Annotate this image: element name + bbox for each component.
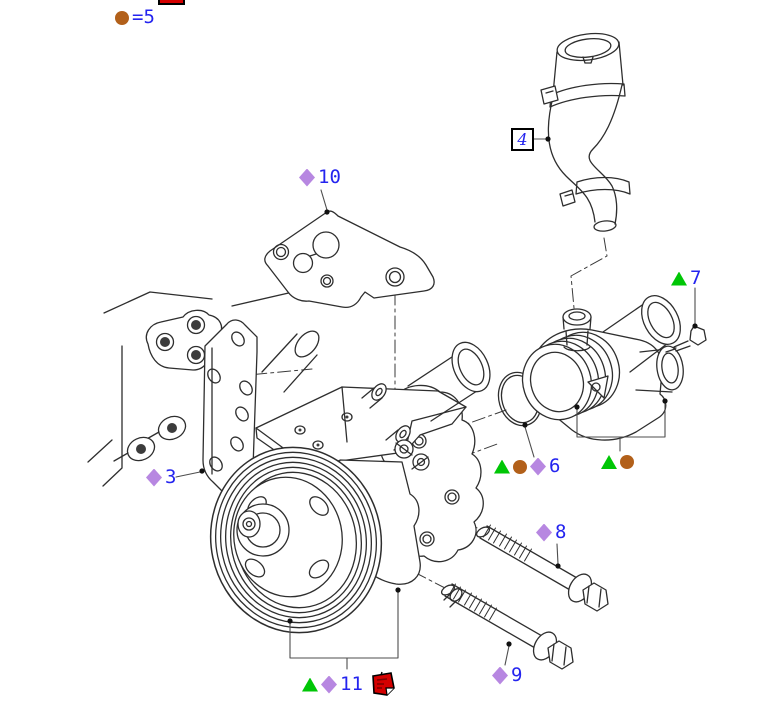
callout-6: 6 xyxy=(494,457,560,476)
green-triangle-icon xyxy=(494,459,510,474)
leader-lines xyxy=(175,138,696,670)
pulley-part xyxy=(209,446,383,634)
bleed-fitting-part xyxy=(562,316,592,346)
callout-10-number[interactable]: 10 xyxy=(318,166,341,188)
housing-group-bracket xyxy=(576,401,666,452)
cropped-red-icon[interactable] xyxy=(158,0,185,5)
purple-diamond-icon xyxy=(321,675,337,694)
coolant-hose-part xyxy=(540,32,631,232)
callout-6-number[interactable]: 6 xyxy=(549,455,561,477)
callout-4: 4 xyxy=(511,128,534,151)
small-screw-part xyxy=(665,325,707,353)
callout-8: 8 xyxy=(536,523,566,542)
purple-diamond-icon xyxy=(299,168,315,187)
callout-10: 10 xyxy=(299,168,341,187)
callout-8-number[interactable]: 8 xyxy=(555,521,567,543)
bolt-upper-part xyxy=(475,524,609,612)
brown-dot-icon xyxy=(620,455,634,469)
callout-7-number[interactable]: 7 xyxy=(690,267,702,289)
callout-11: 11 xyxy=(302,671,396,698)
brown-dot-icon xyxy=(115,10,129,25)
boxed-callout-4[interactable]: 4 xyxy=(511,128,534,151)
callout-9: 9 xyxy=(492,666,522,685)
purple-diamond-icon xyxy=(536,523,552,542)
leader-dots xyxy=(199,136,698,647)
purple-diamond-icon xyxy=(530,457,546,476)
green-triangle-icon xyxy=(671,271,687,286)
legend-label[interactable]: =5 xyxy=(132,6,155,28)
callout-3: 3 xyxy=(146,468,176,487)
purple-diamond-icon xyxy=(492,666,508,685)
purple-diamond-icon xyxy=(146,468,162,487)
legend: =5 xyxy=(115,8,155,27)
callout-3-number[interactable]: 3 xyxy=(165,466,177,488)
side-plate-part xyxy=(202,319,258,500)
thermostat-housing-part xyxy=(521,295,684,441)
hose-clamp-upper-part xyxy=(540,82,626,108)
brown-dot-icon xyxy=(513,459,527,474)
engine-block-part xyxy=(87,288,345,487)
green-triangle-icon xyxy=(601,455,617,469)
callout-housing-group xyxy=(601,455,634,469)
green-triangle-icon xyxy=(302,677,318,692)
gasket-part xyxy=(264,210,435,309)
callout-9-number[interactable]: 9 xyxy=(511,664,523,686)
callout-7: 7 xyxy=(671,269,701,288)
callout-11-number[interactable]: 11 xyxy=(340,673,363,695)
hose-clamp-lower-part xyxy=(559,176,631,207)
bolt-lower-part xyxy=(440,583,574,670)
pump-group-bracket xyxy=(289,590,399,670)
red-note-icon[interactable] xyxy=(370,671,396,698)
